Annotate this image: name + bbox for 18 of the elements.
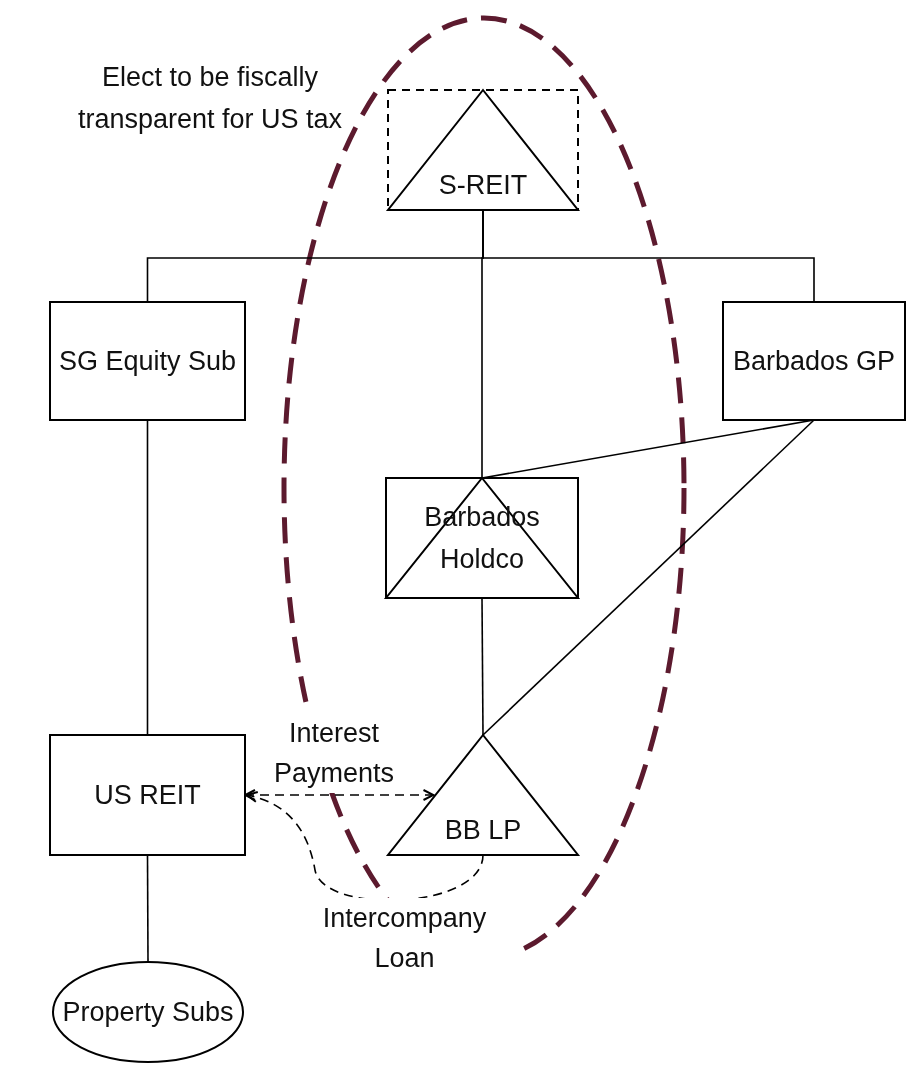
transparent-entity-triangle [388, 90, 578, 210]
entity-box [50, 735, 245, 855]
entity-ellipse [53, 962, 243, 1062]
entity-box [723, 302, 905, 420]
entity-name: BB LP [444, 814, 522, 847]
connector-line [481, 597, 484, 736]
connector-line [482, 209, 815, 303]
connector-line [146, 419, 149, 736]
note-text: Elect to be fiscally transparent for US tax [76, 61, 344, 136]
hybrid-entity-box [386, 478, 578, 598]
entity-box [50, 302, 245, 420]
entity-name: S-REIT [438, 169, 528, 202]
entity-name: US REIT [94, 779, 201, 812]
entity-name: Property Subs [62, 996, 234, 1029]
connector-line [146, 854, 149, 963]
connector-line [482, 419, 815, 736]
entity-name: Barbados GP [732, 345, 896, 378]
entity-name: SG Equity Sub [58, 345, 237, 378]
